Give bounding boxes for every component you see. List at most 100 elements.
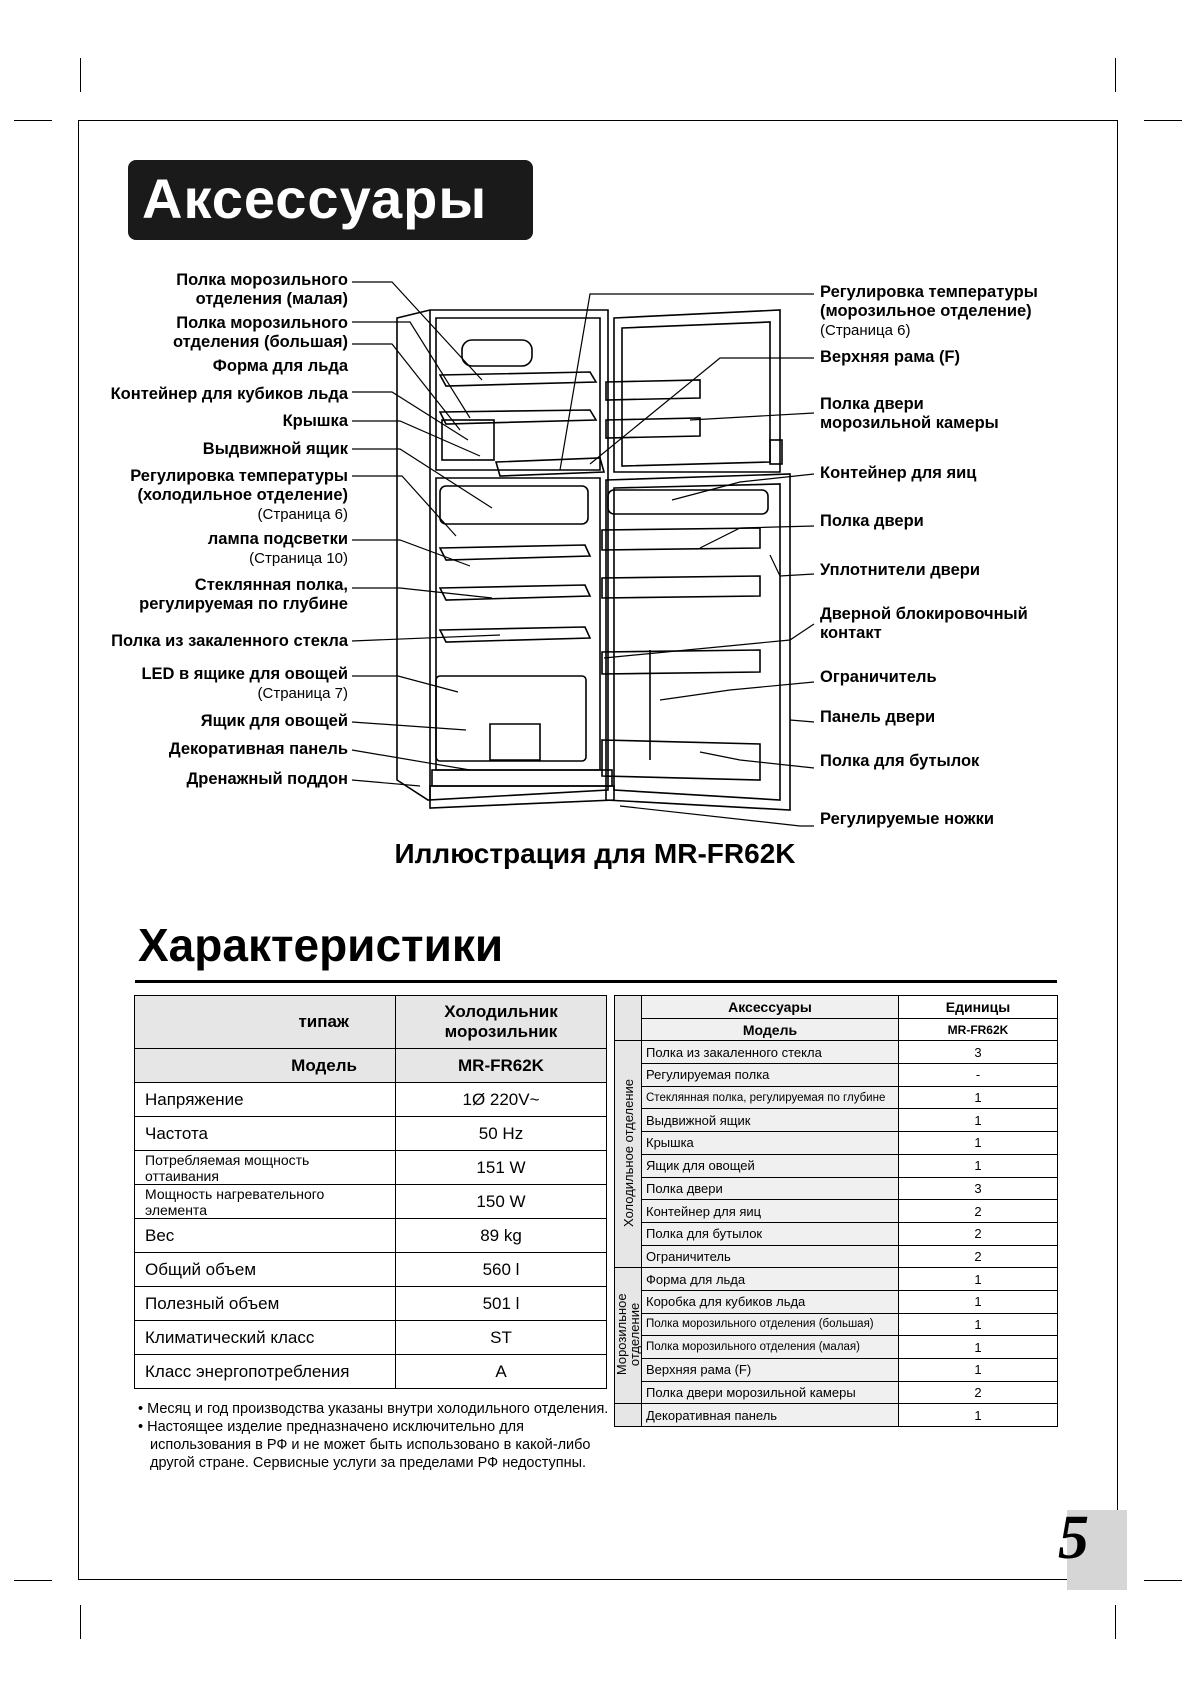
callout-adjustable-feet: Регулируемые ножки <box>820 810 994 829</box>
note-item: • Месяц и год производства указаны внутр… <box>138 1401 609 1417</box>
accessory-qty: 2 <box>898 1380 1058 1405</box>
label-text: отделения (малая) <box>195 290 348 308</box>
label-text: Панель двери <box>820 708 936 726</box>
col-header-accessories: Аксессуары <box>641 995 899 1019</box>
callout-fridge-temp-control: Регулировка температуры (холодильное отд… <box>130 467 348 524</box>
page-frame <box>78 120 1118 1580</box>
accessory-name: Регулируемая полка <box>641 1063 899 1087</box>
accessory-qty: 1 <box>898 1335 1058 1359</box>
spec-value: ST <box>395 1320 607 1355</box>
specs-table: типаж Холодильник морозильник Модель MR-… <box>134 995 607 1389</box>
callout-led-crisper: LED в ящике для овощей (Страница 7) <box>141 665 348 703</box>
label-text: лампа подсветки <box>207 530 348 548</box>
group-label-text: Морозильное отделение <box>614 1293 642 1376</box>
table-row: Модель MR-FR62K <box>615 1017 1058 1042</box>
section-title-box: Аксессуары <box>128 160 533 240</box>
callout-limiter: Ограничитель <box>820 668 937 687</box>
specs-divider <box>135 980 1057 983</box>
label-text: Уплотнители двери <box>820 561 980 579</box>
label-note: (Страница 7) <box>257 685 348 702</box>
callout-door-panel: Панель двери <box>820 708 935 727</box>
label-text: Стеклянная полка, <box>194 576 348 594</box>
callout-freezer-shelf-large: Полка морозильного отделения (большая) <box>173 314 348 352</box>
label-text: регулируемая по глубине <box>139 595 348 613</box>
spec-label: Частота <box>134 1116 396 1151</box>
accessory-name: Ящик для овощей <box>641 1153 899 1178</box>
accessory-qty: 1 <box>898 1312 1058 1337</box>
label-text: Полка из закаленного стекла <box>111 632 348 650</box>
page-number: 5 <box>1058 1504 1089 1572</box>
accessory-name: Стеклянная полка, регулируемая по глубин… <box>641 1085 899 1110</box>
accessory-name: Коробка для кубиков льда <box>641 1289 899 1314</box>
label-text: Полка морозильного <box>176 314 348 332</box>
callout-freezer-shelf-small: Полка морозильного отделения (малая) <box>176 271 348 309</box>
diagram-caption: Иллюстрация для MR-FR62K <box>394 838 796 869</box>
col-header-units: Единицы <box>898 995 1058 1019</box>
spec-value: 150 W <box>395 1184 607 1219</box>
spec-label: Класс энергопотребления <box>134 1354 396 1389</box>
accessory-qty: - <box>898 1063 1058 1087</box>
accessory-qty: 1 <box>898 1403 1058 1428</box>
empty-cell <box>614 994 642 1042</box>
callout-ice-container: Контейнер для кубиков льда <box>111 385 348 404</box>
spec-label: Общий объем <box>134 1252 396 1287</box>
callout-tempered-shelf: Полка из закаленного стекла <box>111 632 348 651</box>
label-text: контакт <box>820 624 882 642</box>
accessory-qty: 1 <box>898 1108 1058 1133</box>
callout-cover: Крышка <box>283 412 348 431</box>
accessory-name: Крышка <box>641 1131 899 1155</box>
accessory-qty: 3 <box>898 1040 1058 1065</box>
label-text: отделения (большая) <box>173 333 348 351</box>
callout-decor-panel: Декоративная панель <box>169 740 348 759</box>
crop-mark <box>1115 58 1116 92</box>
label-text: Регулируемые ножки <box>820 810 994 828</box>
label-text: (морозильное отделение) <box>820 302 1032 320</box>
accessory-qty: 2 <box>898 1199 1058 1223</box>
spec-value: 50 Hz <box>395 1116 607 1151</box>
crop-mark <box>1144 1580 1182 1581</box>
label-text: Дренажный поддон <box>186 770 348 788</box>
spec-label: Вес <box>134 1218 396 1253</box>
callout-ice-tray: Форма для льда <box>213 357 348 376</box>
label-text: морозильной камеры <box>820 414 999 432</box>
callout-door-shelf: Полка двери <box>820 512 924 531</box>
label-text: Полка морозильного <box>176 271 348 289</box>
crop-mark <box>80 58 81 92</box>
callout-door-switch: Дверной блокировочный контакт <box>820 605 1028 643</box>
label-text: Выдвижной ящик <box>202 440 348 458</box>
accessories-table: Аксессуары Единицы Модель MR-FR62K Холод… <box>614 994 1058 1428</box>
accessory-name: Декоративная панель <box>641 1403 899 1428</box>
callout-freezer-door-shelf: Полка двери морозильной камеры <box>820 395 999 433</box>
accessory-name: Полка морозильного отделения (малая) <box>641 1335 899 1359</box>
accessory-qty: 1 <box>898 1267 1058 1291</box>
spec-label: Полезный объем <box>134 1286 396 1321</box>
accessory-name: Контейнер для яиц <box>641 1199 899 1223</box>
spec-label: Напряжение <box>134 1082 396 1117</box>
type-label: типаж <box>134 995 396 1049</box>
accessory-qty: 1 <box>898 1153 1058 1178</box>
label-note: (Страница 10) <box>249 550 348 567</box>
spec-value: 151 W <box>395 1150 607 1185</box>
label-text: Контейнер для кубиков льда <box>110 385 348 403</box>
accessory-name: Выдвижной ящик <box>641 1108 899 1133</box>
callout-light: лампа подсветки (Страница 10) <box>208 530 348 568</box>
callout-freezer-temp-control: Регулировка температуры (морозильное отд… <box>820 283 1038 340</box>
accessory-qty: 2 <box>898 1244 1058 1269</box>
accessory-name: Форма для льда <box>641 1267 899 1291</box>
group-label-text: Холодильное отделение <box>620 1078 636 1227</box>
accessory-name: Верхняя рама (F) <box>641 1358 899 1382</box>
page-number-box <box>1067 1510 1127 1590</box>
